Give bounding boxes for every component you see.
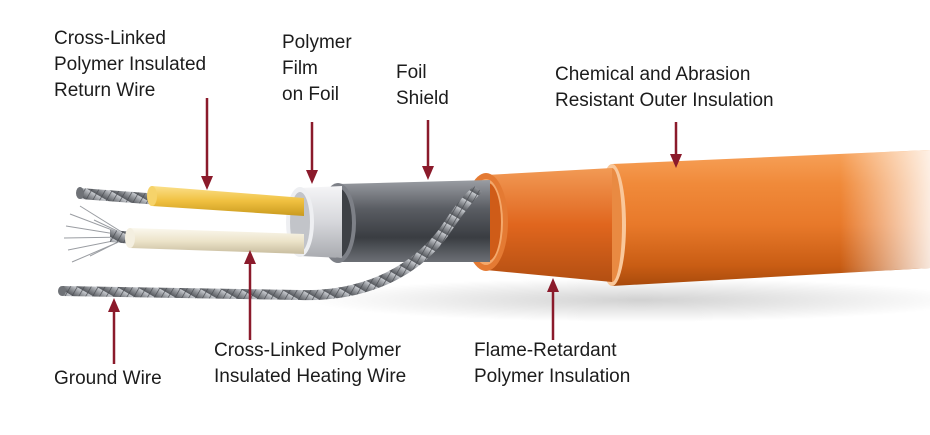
callout-arrows [108, 98, 682, 364]
cable-shadow [310, 278, 930, 322]
label-line: Foil [396, 62, 427, 83]
ground-wire-arrow [108, 298, 120, 364]
return-wire [76, 186, 304, 216]
label-line: Chemical and Abrasion [555, 64, 751, 85]
polymer-film-arrow [306, 122, 318, 184]
heating-wire [63, 205, 304, 263]
ground-wire [58, 186, 482, 301]
label-line: on Foil [282, 84, 340, 105]
label-ground-wire: Ground Wire [54, 366, 162, 392]
outer-insulation-jacket [598, 150, 930, 286]
label-return-wire: Cross-Linked Polymer Insulated Return Wi… [54, 26, 206, 104]
label-line: Film [282, 58, 318, 79]
label-line: Resistant Outer Insulation [555, 90, 774, 111]
label-line: Polymer [282, 32, 352, 53]
label-flame-retardant: Flame-Retardant Polymer Insulation [474, 338, 630, 390]
label-line: Return Wire [54, 80, 156, 101]
label-line: Polymer Insulation [474, 366, 631, 387]
label-line: Ground Wire [54, 368, 162, 389]
label-line: Flame-Retardant [474, 340, 617, 361]
foil-shield-arrow [422, 120, 434, 180]
label-foil-shield: Foil Shield [396, 60, 449, 112]
heating-wire-arrow [244, 250, 256, 340]
label-line: Polymer Insulated [54, 54, 207, 75]
label-line: Cross-Linked Polymer [214, 340, 401, 361]
outer-insulation-arrow [670, 122, 682, 168]
return-wire-arrow [201, 98, 213, 190]
flame-retardant-arrow [547, 278, 559, 340]
label-heating-wire: Cross-Linked Polymer Insulated Heating W… [214, 338, 406, 390]
label-line: Cross-Linked [54, 28, 166, 49]
label-polymer-film: Polymer Film on Foil [282, 30, 352, 108]
foil-shield-layer [320, 180, 490, 263]
label-line: Shield [396, 88, 449, 109]
label-outer-insulation: Chemical and Abrasion Resistant Outer In… [555, 62, 774, 114]
label-line: Insulated Heating Wire [214, 366, 407, 387]
